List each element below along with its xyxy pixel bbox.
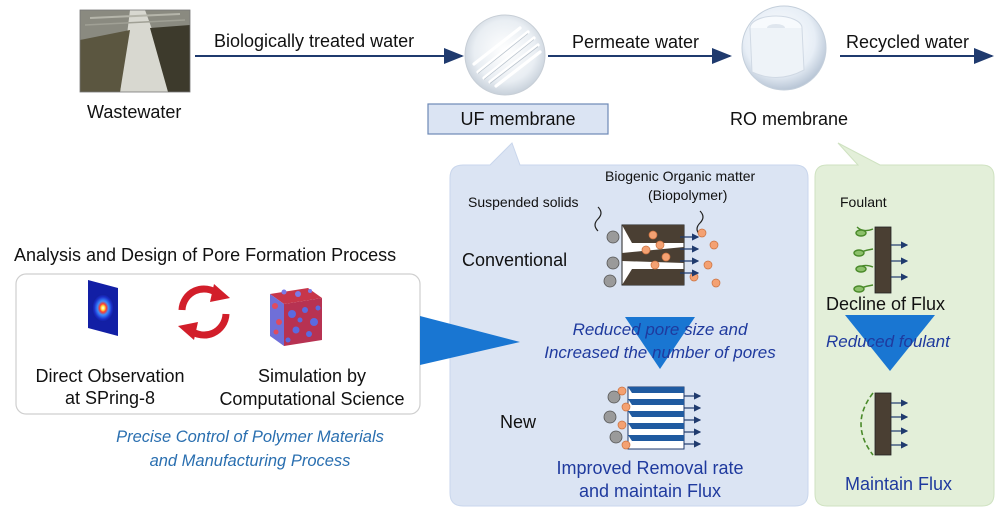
uf-membrane-photo <box>464 14 546 96</box>
clean-membrane <box>860 392 909 456</box>
suspended-solids-label: Suspended solids <box>468 194 579 210</box>
biogenic-line2: (Biopolymer) <box>648 187 728 203</box>
cycle-arrows-icon <box>178 284 230 340</box>
xray-pattern-image <box>88 280 118 336</box>
analysis-illustrations <box>88 280 322 346</box>
wastewater-photo <box>79 9 191 93</box>
result-line1: Improved Removal rate <box>556 458 744 478</box>
new-label: New <box>500 412 537 432</box>
simulation-line2: Computational Science <box>219 389 405 409</box>
reduced-pore-line1: Reduced pore size and <box>572 320 748 339</box>
pointer-arrow <box>420 316 520 365</box>
uf-membrane-label: UF membrane <box>460 109 576 129</box>
uf-detail-panel <box>449 142 809 507</box>
direct-observation-line1: Direct Observation <box>35 366 185 386</box>
uf-label-box <box>427 103 609 135</box>
simulation-cube-image <box>270 288 322 346</box>
new-membrane <box>603 386 702 450</box>
footer-line2: and Manufacturing Process <box>149 452 351 470</box>
arrow2-label: Permeate water <box>572 32 700 52</box>
decline-label: Decline of Flux <box>826 294 946 314</box>
wastewater-label: Wastewater <box>87 102 182 122</box>
down-arrow-ro <box>845 315 935 371</box>
conventional-label: Conventional <box>462 250 568 270</box>
biogenic-line1: Biogenic Organic matter <box>605 168 756 184</box>
simulation-line1: Simulation by <box>257 366 367 386</box>
fouled-membrane <box>853 226 909 294</box>
result-line2: and maintain Flux <box>578 481 722 501</box>
arrow1-label: Biologically treated water <box>214 31 415 51</box>
down-arrow-uf <box>625 317 695 369</box>
ro-membrane-illustration <box>845 226 935 456</box>
reduced-foulant-label: Reduced foulant <box>826 332 950 351</box>
conventional-membrane <box>603 224 721 288</box>
reduced-pore-line2: Increased the number of pores <box>544 343 776 362</box>
footer-line1: Precise Control of Polymer Materials <box>116 428 384 446</box>
ro-membrane-label: RO membrane <box>730 109 849 129</box>
analysis-title: Analysis and Design of Pore Formation Pr… <box>14 245 397 265</box>
foulant-label: Foulant <box>840 194 887 210</box>
flow-diagram <box>79 5 994 135</box>
arrow3-label: Recycled water <box>846 32 970 52</box>
ro-membrane-photo <box>741 5 827 91</box>
uf-membrane-illustration <box>594 206 721 450</box>
maintain-flux-label: Maintain Flux <box>845 474 953 494</box>
direct-observation-line2: at SPring-8 <box>64 388 156 408</box>
